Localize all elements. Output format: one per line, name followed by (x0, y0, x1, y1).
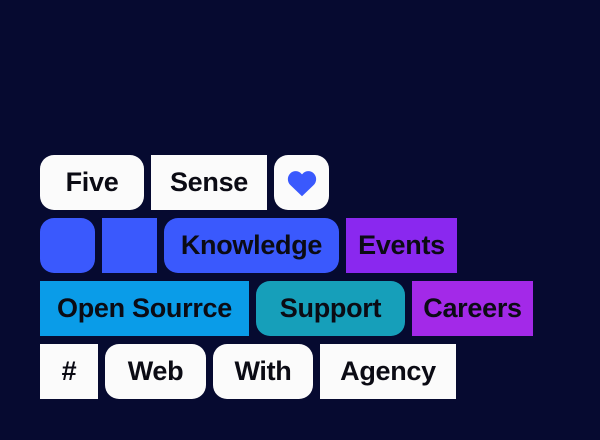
tag-row: Knowledge Events (40, 218, 533, 273)
tag-five[interactable]: Five (40, 155, 144, 210)
tag-empty-2-2[interactable] (102, 218, 157, 273)
tag-label: Open Sourrce (57, 293, 232, 323)
tag-label: Events (358, 230, 445, 260)
tag-heart-icon[interactable] (274, 155, 329, 210)
tag-events[interactable]: Events (346, 218, 457, 273)
tag-web[interactable]: Web (105, 344, 206, 399)
tag-row: Five Sense (40, 155, 533, 210)
tag-empty-2-1[interactable] (40, 218, 95, 273)
tag-label: Sense (169, 167, 249, 197)
tag-open-sourrce[interactable]: Open Sourrce (40, 281, 249, 336)
tag-row: # Web With Agency (40, 344, 533, 399)
tag-label: Agency (340, 356, 436, 386)
tag-support[interactable]: Support (256, 281, 405, 336)
tag-agency[interactable]: Agency (320, 344, 456, 399)
tag-row: Open Sourrce Support Careers (40, 281, 533, 336)
tag-label: Knowledge (180, 230, 323, 260)
tag-knowledge[interactable]: Knowledge (164, 218, 339, 273)
tag-label: Careers (423, 293, 522, 323)
tag-label: Support (279, 293, 382, 323)
tag-label: Web (127, 356, 184, 386)
heart-icon (287, 169, 317, 197)
tag-careers[interactable]: Careers (412, 281, 533, 336)
tag-with[interactable]: With (213, 344, 313, 399)
tag-label: # (61, 356, 77, 386)
tag-label: Five (65, 167, 119, 197)
tag-sense[interactable]: Sense (151, 155, 267, 210)
tag-label: With (234, 356, 292, 386)
tag-[interactable]: # (40, 344, 98, 399)
